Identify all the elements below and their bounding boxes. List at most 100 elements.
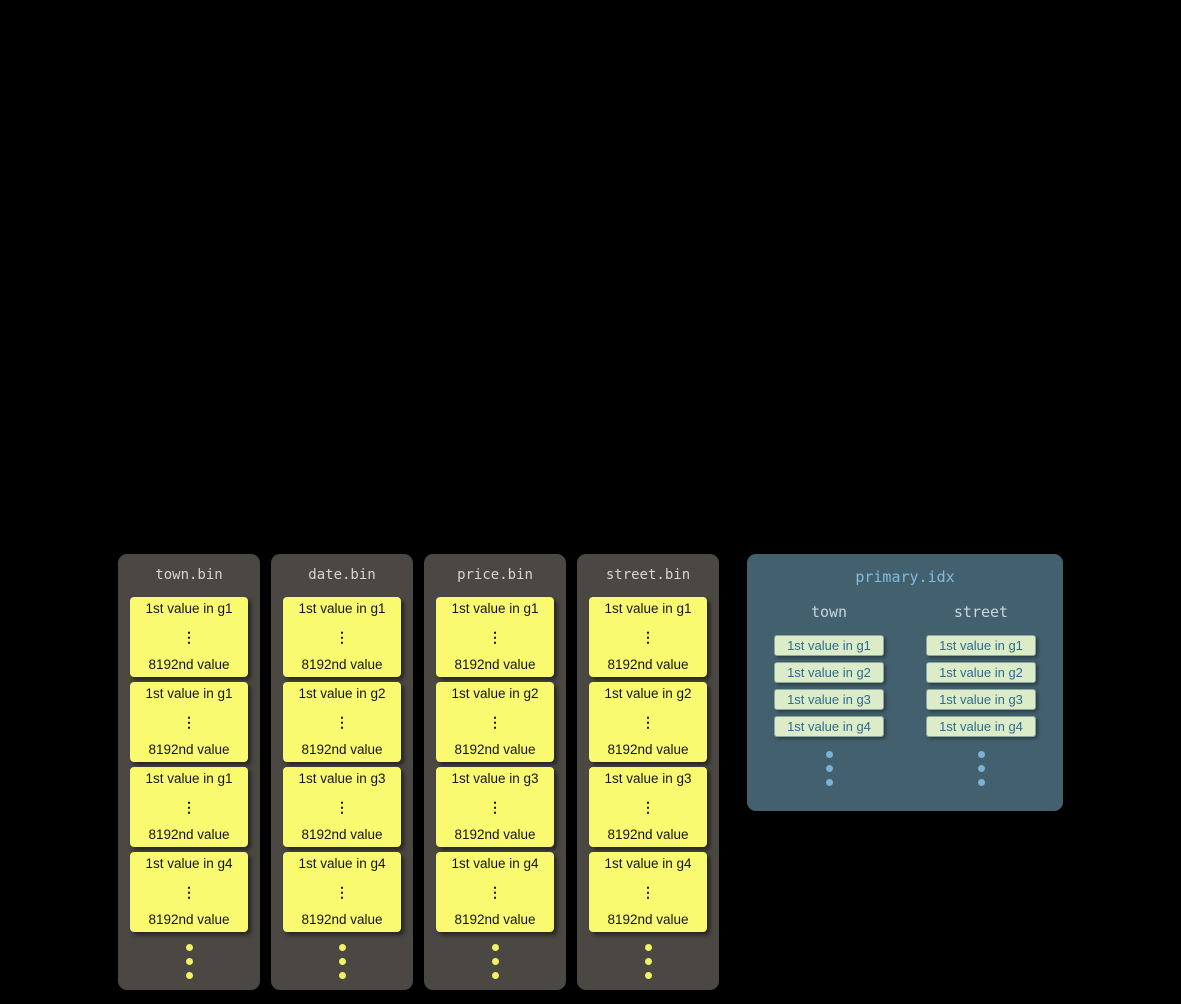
vertical-ellipsis-icon: ⋮ <box>488 883 502 900</box>
granule-first-value: 1st value in g1 <box>451 601 539 616</box>
granule-first-value: 1st value in g2 <box>451 686 539 701</box>
granule-last-value: 8192nd value <box>148 827 230 842</box>
granule-first-value: 1st value in g2 <box>298 686 386 701</box>
granule-last-value: 8192nd value <box>148 742 230 757</box>
granule-last-value: 8192nd value <box>454 657 536 672</box>
granule-last-value: 8192nd value <box>148 657 230 672</box>
dot <box>644 958 652 965</box>
granule-last-value: 8192nd value <box>301 912 383 927</box>
dot <box>491 958 499 965</box>
continuation-dots-icon <box>185 944 193 979</box>
vertical-ellipsis-icon: ⋮ <box>335 883 349 900</box>
continuation-dots-icon <box>338 944 346 979</box>
bin-file-title: price.bin <box>457 567 533 583</box>
bin-column-price: price.bin 1st value in g1 ⋮ 8192nd value… <box>424 554 566 990</box>
continuation-dots-icon <box>491 944 499 979</box>
vertical-ellipsis-icon: ⋮ <box>335 798 349 815</box>
vertical-ellipsis-icon: ⋮ <box>488 798 502 815</box>
vertical-ellipsis-icon: ⋮ <box>335 628 349 645</box>
granule-card: 1st value in g3 ⋮ 8192nd value <box>589 767 707 847</box>
index-entry-chip: 1st value in g3 <box>774 689 884 710</box>
bin-column-date: date.bin 1st value in g1 ⋮ 8192nd value … <box>271 554 413 990</box>
granule-card: 1st value in g4 ⋮ 8192nd value <box>436 852 554 932</box>
index-columns: town 1st value in g1 1st value in g2 1st… <box>747 603 1063 786</box>
granule-last-value: 8192nd value <box>301 827 383 842</box>
bin-file-title: date.bin <box>308 567 376 583</box>
granule-last-value: 8192nd value <box>454 742 536 757</box>
dot <box>977 751 985 758</box>
vertical-ellipsis-icon: ⋮ <box>182 628 196 645</box>
vertical-ellipsis-icon: ⋮ <box>182 883 196 900</box>
granule-card: 1st value in g1 ⋮ 8192nd value <box>589 597 707 677</box>
vertical-ellipsis-icon: ⋮ <box>182 798 196 815</box>
dot <box>977 779 985 786</box>
granule-card: 1st value in g2 ⋮ 8192nd value <box>436 682 554 762</box>
granule-first-value: 1st value in g1 <box>604 601 692 616</box>
granule-first-value: 1st value in g3 <box>451 771 539 786</box>
dot <box>491 972 499 979</box>
granule-last-value: 8192nd value <box>454 912 536 927</box>
granule-first-value: 1st value in g3 <box>298 771 386 786</box>
granule-last-value: 8192nd value <box>607 912 689 927</box>
vertical-ellipsis-icon: ⋮ <box>335 713 349 730</box>
granule-first-value: 1st value in g2 <box>604 686 692 701</box>
granule-card: 1st value in g1 ⋮ 8192nd value <box>283 597 401 677</box>
granule-first-value: 1st value in g1 <box>145 601 233 616</box>
dot <box>338 972 346 979</box>
granule-last-value: 8192nd value <box>607 827 689 842</box>
index-entry-chip: 1st value in g3 <box>926 689 1036 710</box>
granule-last-value: 8192nd value <box>301 742 383 757</box>
granule-card: 1st value in g1 ⋮ 8192nd value <box>130 767 248 847</box>
index-entry-chip: 1st value in g1 <box>774 635 884 656</box>
granule-card: 1st value in g4 ⋮ 8192nd value <box>589 852 707 932</box>
vertical-ellipsis-icon: ⋮ <box>182 713 196 730</box>
index-entry-chip: 1st value in g2 <box>926 662 1036 683</box>
granule-first-value: 1st value in g1 <box>298 601 386 616</box>
index-entry-chip: 1st value in g2 <box>774 662 884 683</box>
granule-card: 1st value in g3 ⋮ 8192nd value <box>436 767 554 847</box>
bin-column-town: town.bin 1st value in g1 ⋮ 8192nd value … <box>118 554 260 990</box>
vertical-ellipsis-icon: ⋮ <box>641 628 655 645</box>
continuation-dots-icon <box>825 751 833 786</box>
index-column-header: town <box>810 603 848 621</box>
granule-last-value: 8192nd value <box>454 827 536 842</box>
dot <box>185 972 193 979</box>
continuation-dots-icon <box>977 751 985 786</box>
index-entry-chip: 1st value in g4 <box>774 716 884 737</box>
granule-last-value: 8192nd value <box>301 657 383 672</box>
dot <box>185 958 193 965</box>
dot <box>825 751 833 758</box>
granule-last-value: 8192nd value <box>607 657 689 672</box>
primary-index-title: primary.idx <box>855 568 955 586</box>
granule-first-value: 1st value in g1 <box>145 771 233 786</box>
granule-first-value: 1st value in g1 <box>145 686 233 701</box>
granule-card: 1st value in g4 ⋮ 8192nd value <box>130 852 248 932</box>
dot <box>644 972 652 979</box>
granule-last-value: 8192nd value <box>148 912 230 927</box>
continuation-dots-icon <box>644 944 652 979</box>
index-column-town: town 1st value in g1 1st value in g2 1st… <box>774 603 884 786</box>
dot <box>338 944 346 951</box>
dot <box>825 765 833 772</box>
granule-card: 1st value in g1 ⋮ 8192nd value <box>130 682 248 762</box>
granule-card: 1st value in g2 ⋮ 8192nd value <box>283 682 401 762</box>
primary-index-panel: primary.idx town 1st value in g1 1st val… <box>747 554 1063 811</box>
dot <box>825 779 833 786</box>
granule-card: 1st value in g4 ⋮ 8192nd value <box>283 852 401 932</box>
granule-last-value: 8192nd value <box>607 742 689 757</box>
dot <box>185 944 193 951</box>
granule-card: 1st value in g1 ⋮ 8192nd value <box>130 597 248 677</box>
granule-first-value: 1st value in g4 <box>145 856 233 871</box>
granule-first-value: 1st value in g4 <box>604 856 692 871</box>
granule-card: 1st value in g2 ⋮ 8192nd value <box>589 682 707 762</box>
dot <box>977 765 985 772</box>
bin-file-title: street.bin <box>605 567 691 583</box>
dot <box>491 944 499 951</box>
vertical-ellipsis-icon: ⋮ <box>488 713 502 730</box>
bin-column-street: street.bin 1st value in g1 ⋮ 8192nd valu… <box>577 554 719 990</box>
granule-card: 1st value in g3 ⋮ 8192nd value <box>283 767 401 847</box>
vertical-ellipsis-icon: ⋮ <box>488 628 502 645</box>
granule-first-value: 1st value in g4 <box>298 856 386 871</box>
dot <box>338 958 346 965</box>
vertical-ellipsis-icon: ⋮ <box>641 713 655 730</box>
